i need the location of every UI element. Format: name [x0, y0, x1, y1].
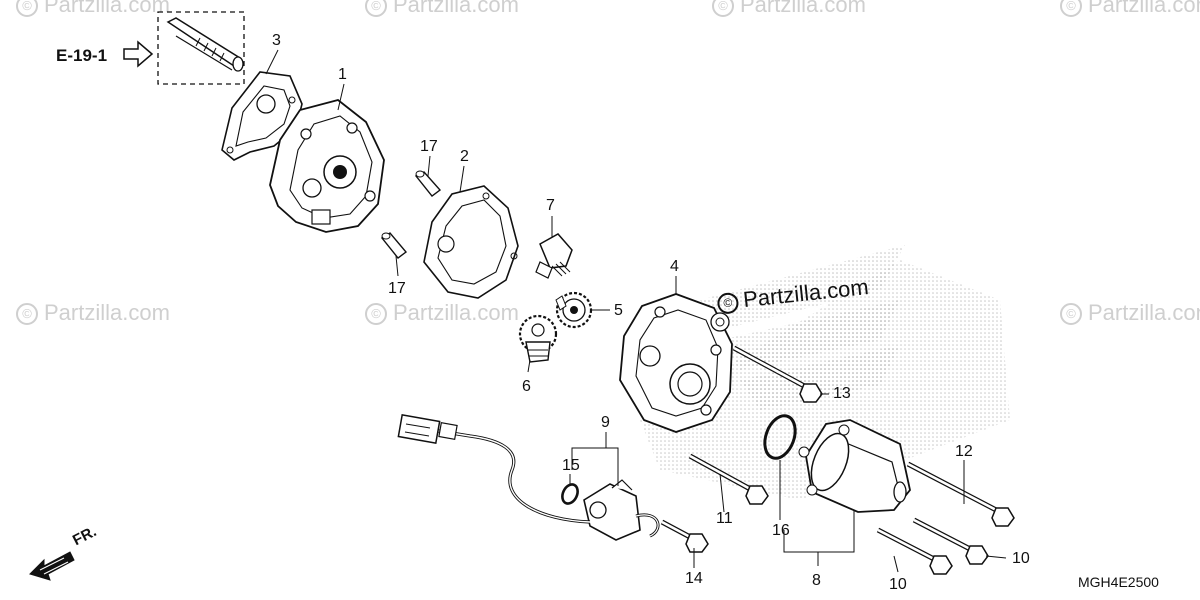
callout-17-upper: 17: [420, 138, 438, 155]
callout-12: 12: [955, 443, 973, 460]
callout-1: 1: [338, 66, 347, 83]
callout-7: 7: [546, 197, 555, 214]
part-2-gasket: [423, 185, 519, 299]
callout-13: 13: [833, 385, 851, 402]
callout-11: 11: [716, 510, 733, 527]
diagram-code: MGH4E2500: [1078, 574, 1159, 590]
callout-15: 15: [562, 457, 580, 474]
callout-5: 5: [614, 302, 623, 319]
part-1-housing: [269, 99, 385, 233]
callout-8: 8: [812, 572, 821, 589]
part-4-gear-case: [619, 293, 733, 433]
shaft-reference: [157, 11, 245, 85]
part-10-bolt-lower: [876, 527, 953, 575]
callout-4: 4: [670, 258, 679, 275]
watermark: ©Partzilla.com: [712, 0, 866, 18]
callout-10-lower: 10: [889, 576, 907, 593]
watermark: ©Partzilla.com: [1060, 0, 1200, 18]
reference-label: E-19-1: [56, 46, 108, 65]
part-6-gear: [518, 314, 558, 363]
part-9-sensor-harness: [397, 413, 660, 541]
halftone-logo-shading: [640, 245, 1010, 500]
part-12-bolt: [906, 461, 1015, 527]
part-16-o-ring: [763, 414, 797, 460]
part-14-bolt: [660, 519, 709, 553]
watermark: ©Partzilla.com: [365, 300, 519, 326]
watermark: ©Partzilla.com: [1060, 300, 1200, 326]
callout-17-lower: 17: [388, 280, 406, 297]
part-8-motor: [798, 419, 911, 513]
callout-9: 9: [601, 414, 610, 431]
watermark: ©Partzilla.com: [16, 0, 170, 18]
callout-6: 6: [522, 378, 531, 395]
part-17-dowel-pin-upper: [414, 170, 442, 197]
front-arrow-icon: [29, 551, 75, 581]
part-10-bolt-right: [912, 517, 989, 565]
callout-3: 3: [272, 32, 281, 49]
callout-10-right: 10: [1012, 550, 1030, 567]
part-5-gear: [555, 291, 593, 329]
watermark: ©Partzilla.com: [365, 0, 519, 18]
callout-14: 14: [685, 570, 703, 587]
reference-arrow: [123, 40, 154, 68]
leader-lines: [265, 49, 1007, 573]
part-13-bolt: [732, 345, 823, 403]
part-15-seal: [561, 483, 579, 505]
callout-16: 16: [772, 522, 790, 539]
part-17-dowel-pin-lower: [380, 232, 408, 259]
part-7-sensor: [535, 233, 573, 279]
callout-2: 2: [460, 148, 469, 165]
part-11-bolt: [688, 453, 769, 505]
watermark: ©Partzilla.com: [16, 300, 170, 326]
